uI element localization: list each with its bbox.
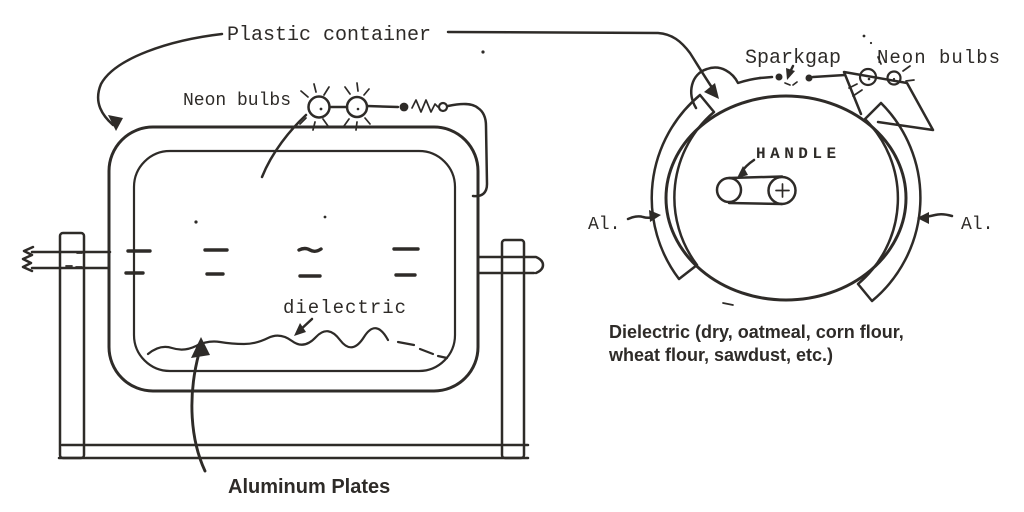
- handle-screw-plus-icon: [775, 183, 790, 198]
- terminal-ring: [437, 101, 449, 113]
- al-right-label: Al.: [961, 215, 993, 235]
- handle-left-end: [715, 176, 743, 204]
- bulb-filament-dot: [867, 77, 871, 81]
- pointer-arrowhead: [917, 212, 929, 224]
- bulb-glow-rays: [848, 56, 915, 97]
- aluminum-plates-caption: Aluminum Plates: [228, 476, 390, 498]
- bulb-lead-into-container: [260, 113, 308, 179]
- container-outer-wall: [107, 125, 480, 393]
- wire-tab: [690, 66, 762, 110]
- aluminum-plates-pointer: [190, 351, 207, 473]
- circuit-wire: [811, 73, 847, 79]
- dielectric-surface-line: [146, 327, 390, 356]
- pointer-arrowhead: [108, 115, 123, 131]
- stand-base: [57, 443, 530, 460]
- dielectric-surface-dashes: [396, 340, 449, 360]
- dielectric-label: dielectric: [283, 297, 407, 319]
- sparkgap-electrode-dot: [805, 74, 813, 82]
- aluminum-plate-left-band: [650, 93, 716, 281]
- neon-bulbs-label: Neon bulbs: [183, 91, 291, 111]
- neon-bulbs-label: Neon bulbs: [877, 47, 1001, 69]
- sparkgap-label: Sparkgap: [745, 47, 841, 70]
- neon-bulb-icon: [345, 95, 369, 119]
- circuit-wire: [365, 104, 400, 109]
- scan-speckles: [194, 34, 873, 306]
- wire-flap: [842, 70, 935, 132]
- resistor-zigzag-icon: [411, 99, 439, 113]
- axle-through-post-dashes: [65, 251, 83, 268]
- neon-bulb-icon: [858, 67, 878, 87]
- left-figure: Plastic container Neon bulbs dielectric …: [21, 24, 719, 498]
- pointer-arrowhead: [294, 323, 306, 336]
- sparkgap-electrode-dot: [775, 73, 783, 81]
- dielectric-caption-line2: wheat flour, sawdust, etc.): [608, 345, 833, 365]
- circuit-wire: [758, 75, 774, 80]
- bulb-filament-dot: [356, 107, 360, 111]
- dielectric-caption-line1: Dielectric (dry, oatmeal, corn flour,: [609, 322, 904, 342]
- handle-label: HANDLE: [756, 145, 841, 163]
- container-end-circle: [664, 94, 908, 302]
- bulb-glow-rays: [343, 82, 371, 131]
- pointer-arrowhead: [737, 166, 748, 178]
- terminal-dot: [399, 102, 409, 112]
- plate-edge-dashes: [124, 246, 420, 278]
- pointer-to-container: [96, 32, 224, 127]
- bulb-filament-dot: [319, 107, 323, 111]
- bulb-filament-dot: [892, 77, 896, 81]
- al-left-label: Al.: [588, 215, 620, 235]
- right-figure: Sparkgap Neon bulbs HANDLE Al. Al. Diele…: [588, 47, 1001, 365]
- stand-right-post: [500, 238, 526, 460]
- handle-cylinder-lines: [727, 175, 784, 206]
- spark-squiggle: [784, 81, 798, 86]
- aluminum-plate-right-band: [856, 101, 922, 303]
- container-inner-wall: [132, 149, 457, 373]
- wire-down-right-side: [446, 102, 489, 198]
- pointer-ink-blob: [196, 343, 204, 351]
- axle-right-stub: [476, 255, 545, 275]
- pointer-to-end-view: [446, 30, 717, 94]
- neon-bulb-icon: [307, 95, 331, 119]
- pointer-arrowhead: [786, 68, 795, 80]
- axle-broken-end: [21, 245, 35, 273]
- pointer-arrowhead: [704, 83, 719, 99]
- neon-bulb-icon: [886, 70, 902, 86]
- plastic-container-label: Plastic container: [227, 24, 431, 47]
- stand-left-post: [58, 231, 86, 460]
- pointer-arrowhead: [649, 210, 661, 222]
- bulb-glow-rays: [299, 83, 330, 131]
- handle-right-end: [767, 175, 797, 206]
